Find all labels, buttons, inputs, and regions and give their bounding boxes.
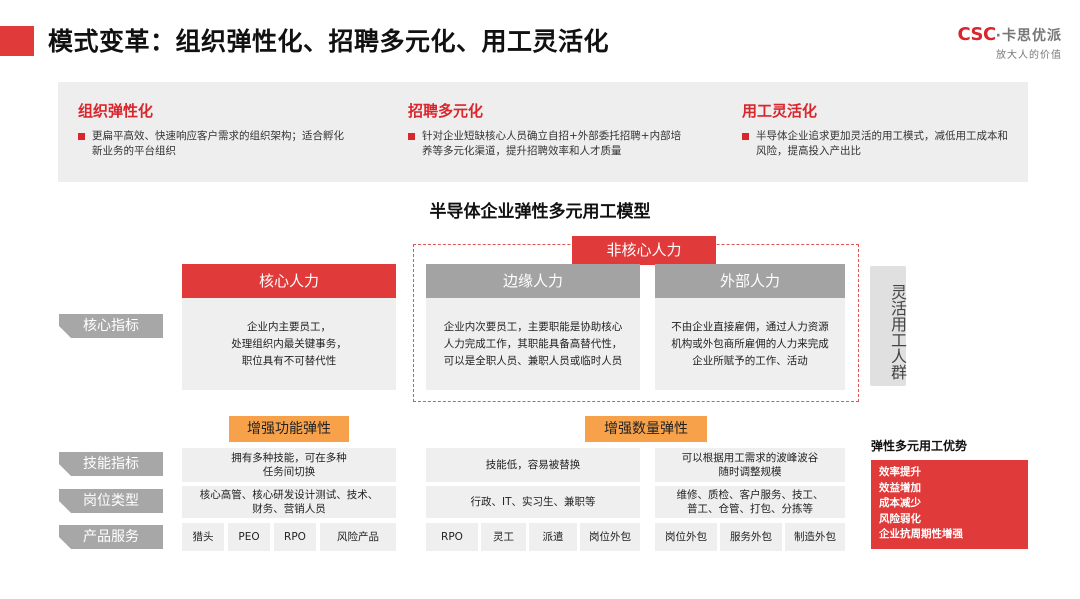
advantage-item: 风险弱化 xyxy=(879,512,921,525)
row-label-core-indicator: 核心指标 xyxy=(59,314,163,338)
column-desc-core: 企业内主要员工， 处理组织内最关键事务， 职位具有不可替代性 xyxy=(182,298,396,390)
column-desc-external: 不由企业直接雇佣，通过人力资源 机构或外包商所雇佣的人力来完成 企业所赋予的工作… xyxy=(655,298,845,390)
product-cell: RPO xyxy=(274,523,316,551)
position-cell-external: 维修、质检、客户服务、技工、 普工、仓管、打包、分拣等 xyxy=(655,486,845,518)
advantage-item: 成本减少 xyxy=(879,497,921,509)
model-title: 半导体企业弹性多元用工模型 xyxy=(429,202,651,222)
product-cell: 灵工 xyxy=(481,523,526,551)
column-header-core: 核心人力 xyxy=(182,264,396,298)
summary-column-recruit: 招聘多元化 针对企业短缺核心人员确立自招+外部委托招聘+内部培养等多元化渠道，提… xyxy=(408,100,688,159)
summary-column-org: 组织弹性化 更扁平高效、快速响应客户需求的组织架构；适合孵化新业务的平台组织 xyxy=(78,100,353,159)
noncore-label: 非核心人力 xyxy=(572,236,716,265)
page-title: 模式变革：组织弹性化、招聘多元化、用工灵活化 xyxy=(48,27,610,56)
summary-title: 组织弹性化 xyxy=(78,102,154,120)
product-cell: 风险产品 xyxy=(320,523,396,551)
functional-elasticity-tag: 增强功能弹性 xyxy=(229,416,349,442)
flex-workforce-label: 灵活用工人群 xyxy=(870,266,907,386)
logo-mark: CSC xyxy=(957,24,996,45)
summary-title: 招聘多元化 xyxy=(408,102,484,120)
row-label-product: 产品服务 xyxy=(59,525,163,549)
summary-text: 针对企业短缺核心人员确立自招+外部委托招聘+内部培养等多元化渠道，提升招聘效率和… xyxy=(408,129,688,159)
row-label-skill: 技能指标 xyxy=(59,452,163,476)
product-cell: 制造外包 xyxy=(785,523,845,551)
summary-text: 更扁平高效、快速响应客户需求的组织架构；适合孵化新业务的平台组织 xyxy=(78,129,353,159)
product-cell: 岗位外包 xyxy=(655,523,717,551)
advantages-box: 效率提升 效益增加 成本减少 风险弱化 企业抗周期性增强 xyxy=(871,460,1028,549)
advantage-item: 效率提升 xyxy=(879,466,921,478)
company-logo: CSC·卡思优派 放大人的价值 xyxy=(957,24,1062,61)
skill-cell-core: 拥有多种技能，可在多种 任务间切换 xyxy=(182,448,396,482)
column-desc-edge: 企业内次要员工，主要职能是协助核心 人力完成工作，其职能具备高替代性， 可以是全… xyxy=(426,298,640,390)
summary-text: 半导体企业追求更加灵活的用工模式，减低用工成本和风险，提高投入产出比 xyxy=(742,129,1014,159)
title-accent-bar xyxy=(0,26,34,56)
advantages-title: 弹性多元用工优势 xyxy=(871,439,968,453)
quantity-elasticity-tag: 增强数量弹性 xyxy=(585,416,707,442)
summary-title: 用工灵活化 xyxy=(742,102,818,120)
position-cell-core: 核心高管、核心研发设计测试、技术、 财务、营销人员 xyxy=(182,486,396,518)
skill-cell-external: 可以根据用工需求的波峰波谷 随时调整规模 xyxy=(655,448,845,482)
summary-column-flex: 用工灵活化 半导体企业追求更加灵活的用工模式，减低用工成本和风险，提高投入产出比 xyxy=(742,100,1014,159)
advantage-item: 企业抗周期性增强 xyxy=(879,528,963,540)
product-cell: 服务外包 xyxy=(720,523,782,551)
logo-cn-name: ·卡思优派 xyxy=(995,28,1062,44)
column-header-external: 外部人力 xyxy=(655,264,845,298)
summary-panel xyxy=(58,82,1028,182)
skill-cell-edge: 技能低，容易被替换 xyxy=(426,448,640,482)
product-cell: PEO xyxy=(228,523,270,551)
row-label-position: 岗位类型 xyxy=(59,489,163,513)
position-cell-edge: 行政、IT、实习生、兼职等 xyxy=(426,486,640,518)
product-cell: 岗位外包 xyxy=(580,523,640,551)
product-cell: 派遣 xyxy=(529,523,577,551)
product-cell: 猎头 xyxy=(182,523,224,551)
column-header-edge: 边缘人力 xyxy=(426,264,640,298)
advantage-item: 效益增加 xyxy=(879,481,921,494)
product-cell: RPO xyxy=(426,523,478,551)
logo-slogan: 放大人的价值 xyxy=(996,50,1062,61)
